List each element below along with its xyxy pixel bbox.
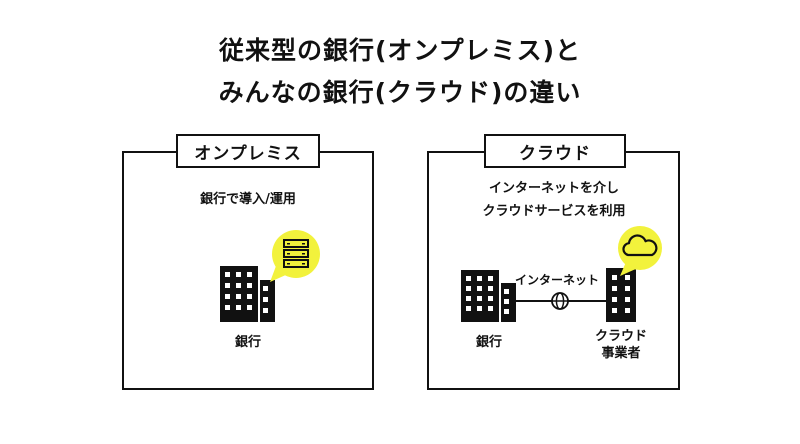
title-line-1: 従来型の銀行(オンプレミス)と: [218, 36, 582, 65]
network-label: インターネット: [514, 273, 600, 287]
onpremise-label: オンプレミス: [176, 134, 320, 168]
provider-label-line-2: 事業者: [601, 346, 641, 361]
building-icon: [220, 266, 275, 322]
globe-icon: [551, 292, 569, 310]
cloud-description-line-1: インターネットを介し: [488, 181, 620, 196]
cloud-label: クラウド: [484, 134, 626, 168]
title-line-2: みんなの銀行(クラウド)の違い: [218, 78, 582, 107]
cloud-description-line-2: クラウドサービスを利用: [482, 204, 626, 219]
building-icon: [461, 270, 516, 322]
onpremise-description: 銀行で導入/運用: [200, 192, 296, 207]
cloud-icon: [618, 226, 662, 276]
provider-label-line-1: クラウド: [594, 329, 648, 344]
onpremise-bank-label: 銀行: [234, 335, 262, 350]
building-icon: [606, 268, 636, 322]
cloud-bank-label: 銀行: [475, 335, 503, 350]
server-icon: [270, 230, 320, 282]
